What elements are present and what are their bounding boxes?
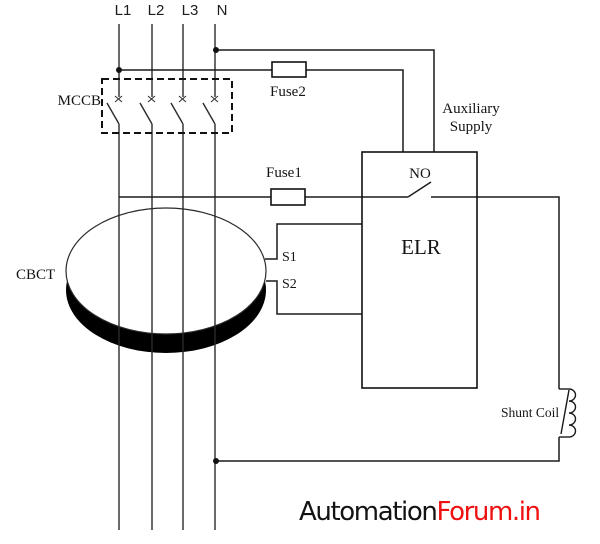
shunt-coil-label: Shunt Coil [501, 405, 560, 420]
mccb-label: MCCB [57, 93, 101, 109]
s1-terminal-label: S1 [282, 250, 297, 265]
elr-box [361, 151, 478, 389]
brand-text-black: Automation [299, 497, 438, 527]
junction-dots [116, 47, 219, 464]
no-contact-blade [407, 181, 432, 198]
neutral-return-wire [216, 437, 560, 462]
s1-wire [265, 223, 362, 260]
phase-label-l1: L1 [114, 2, 132, 19]
s2-wire [266, 280, 362, 315]
cbct-torus-symbol [65, 207, 267, 353]
pole-l3 [170, 24, 187, 530]
auxiliary-supply-label: Auxiliary Supply [427, 100, 515, 136]
elr-output-wire [431, 196, 560, 389]
elr-label: ELR [401, 235, 441, 259]
mccb-enclosure-box [101, 78, 233, 134]
l1-aux-wire [119, 69, 404, 152]
fuse1-symbol [270, 188, 306, 206]
auxiliary-supply-line1: Auxiliary [442, 101, 500, 117]
phase-label-l2: L2 [147, 2, 165, 19]
neutral-aux-wire [216, 49, 435, 152]
pole-l2 [139, 24, 156, 530]
phase-label-n: N [216, 2, 228, 19]
fuse2-symbol [271, 61, 307, 78]
pole-l1 [106, 24, 123, 530]
control-wiring [119, 49, 560, 462]
phase-conductors [106, 24, 219, 530]
brand-watermark: AutomationForum.in [299, 497, 541, 527]
s2-terminal-label: S2 [282, 277, 297, 292]
phase-label-l3: L3 [181, 2, 199, 19]
shunt-coil-symbol [559, 388, 577, 438]
no-contact-label: NO [409, 166, 431, 182]
auxiliary-supply-line2: Supply [449, 119, 493, 135]
brand-text-red: Forum.in [436, 497, 541, 527]
fuse2-label: Fuse2 [270, 84, 306, 100]
cbct-label: CBCT [16, 267, 56, 283]
fuse1-label: Fuse1 [266, 165, 302, 181]
